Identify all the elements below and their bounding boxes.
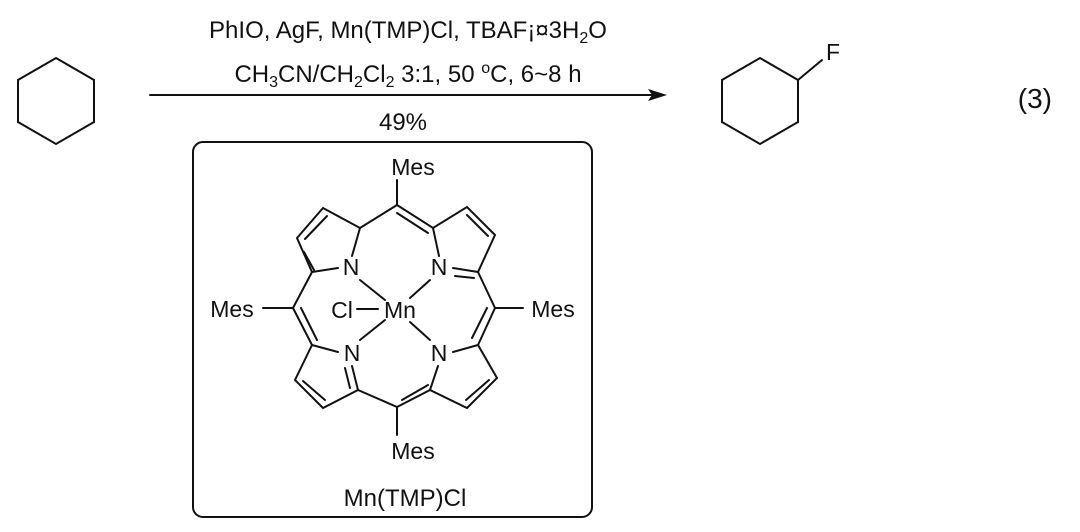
yield-text: 49%: [379, 109, 427, 136]
reaction-arrow: [149, 89, 667, 101]
fluorine-label: F: [826, 39, 840, 65]
chloride-label: Cl: [331, 297, 353, 323]
nitrogen-label: N: [343, 254, 360, 280]
fluorocyclohexane-product: F: [721, 39, 840, 146]
equation-number: (3): [1018, 83, 1052, 114]
catalyst-box: [192, 141, 593, 518]
porphyrin-structure: N N N N Mn Cl Mes Mes Mes Mes: [210, 154, 574, 464]
conditions-text: CH3CN/CH2Cl2 3:1, 50 oC, 6~8 h: [234, 60, 581, 91]
mesityl-label-top: Mes: [391, 154, 434, 180]
cyclohexane-reactant: [17, 56, 95, 146]
mesityl-label-left: Mes: [210, 296, 253, 322]
reagents-text: PhIO, AgF, Mn(TMP)Cl, TBAF¡¤3H2O: [209, 17, 607, 47]
mesityl-label-bottom: Mes: [391, 438, 434, 464]
nitrogen-label: N: [431, 254, 448, 280]
nitrogen-label: N: [431, 340, 448, 366]
manganese-label: Mn: [384, 297, 416, 323]
nitrogen-label: N: [344, 340, 361, 366]
catalyst-name: Mn(TMP)Cl: [344, 485, 467, 512]
mesityl-label-right: Mes: [531, 296, 574, 322]
